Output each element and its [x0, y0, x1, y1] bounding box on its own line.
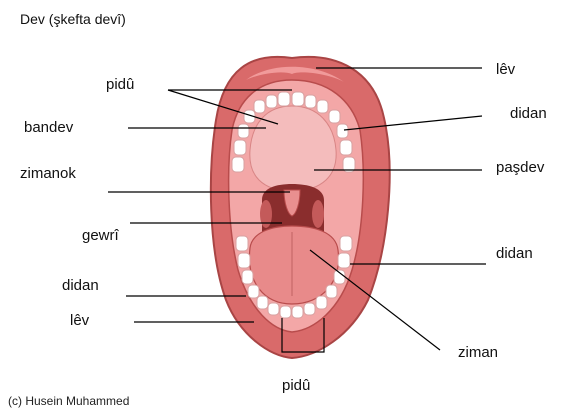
label-didan-right-top: didan	[510, 105, 547, 123]
tongue	[249, 226, 338, 304]
label-pidu-bottom: pidû	[282, 377, 310, 395]
label-lev-left: lêv	[70, 312, 89, 330]
label-ziman: ziman	[458, 344, 498, 362]
tonsil-right	[312, 200, 324, 228]
label-gewri: gewrî	[82, 227, 119, 245]
label-zimanok: zimanok	[20, 165, 76, 183]
label-didan-left: didan	[62, 277, 99, 295]
label-bandev: bandev	[24, 119, 73, 137]
credit-text: (c) Husein Muhammed	[8, 392, 129, 410]
label-pidu-upper: pidû	[106, 76, 134, 94]
label-didan-right-bottom: didan	[496, 245, 533, 263]
label-pasdev: paşdev	[496, 159, 544, 177]
tonsil-left	[260, 200, 272, 228]
diagram-title: Dev (şkefta devî)	[20, 10, 126, 28]
label-lev-right: lêv	[496, 61, 515, 79]
